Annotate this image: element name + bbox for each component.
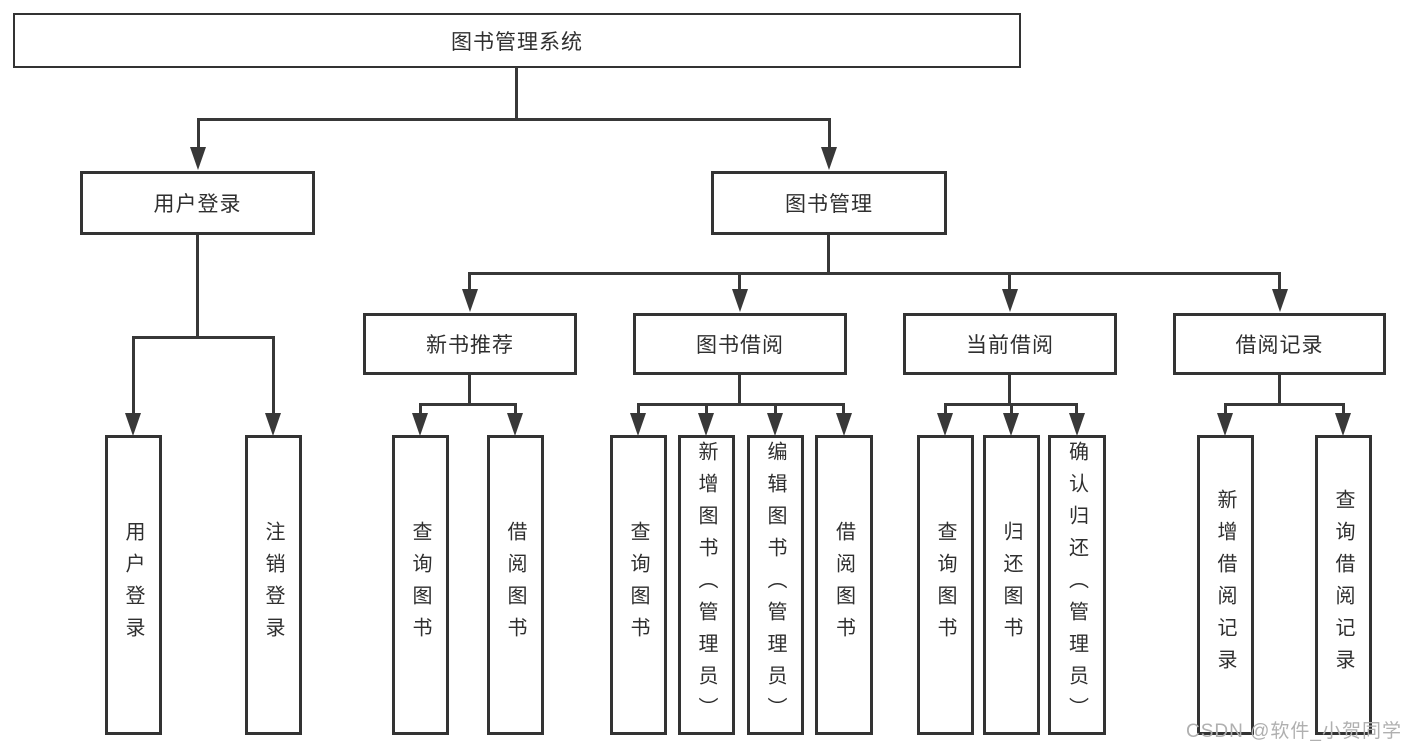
arrow-down-icon bbox=[1002, 289, 1018, 312]
connector-leaf-stem bbox=[1075, 403, 1078, 418]
arrow-down-icon bbox=[821, 147, 837, 170]
arrow-down-icon bbox=[937, 413, 953, 436]
connector-split bbox=[637, 403, 845, 406]
connector-user-login-stem bbox=[197, 118, 200, 152]
connector-down bbox=[738, 375, 741, 406]
connector-leaf-stem bbox=[637, 403, 640, 418]
connector-leaf-stem bbox=[1010, 403, 1013, 418]
leaf-return-books: 归还图书 bbox=[983, 435, 1040, 735]
connector-book-mgmt-split bbox=[468, 272, 1281, 275]
connector-down bbox=[1008, 375, 1011, 406]
connector-root-stem bbox=[515, 67, 518, 120]
leaf-edit-books-admin: 编辑图书（管理员） bbox=[747, 435, 804, 735]
connector-leaf-stem bbox=[944, 403, 947, 418]
connector-user-login-down bbox=[196, 235, 199, 339]
arrow-down-icon bbox=[698, 413, 714, 436]
arrow-down-icon bbox=[462, 289, 478, 312]
node-borrow-records: 借阅记录 bbox=[1173, 313, 1386, 375]
connector-l3-stem bbox=[1278, 272, 1281, 292]
connector-leaf-stem bbox=[419, 403, 422, 418]
connector-split bbox=[419, 403, 517, 406]
connector-down bbox=[1278, 375, 1281, 406]
arrow-down-icon bbox=[732, 289, 748, 312]
connector-user-login-split bbox=[132, 336, 275, 339]
arrow-down-icon bbox=[836, 413, 852, 436]
leaf-confirm-return-admin: 确认归还（管理员） bbox=[1048, 435, 1106, 735]
connector-root-split bbox=[197, 118, 831, 121]
node-user-login: 用户登录 bbox=[80, 171, 315, 235]
connector-down bbox=[468, 375, 471, 406]
connector-l3-stem bbox=[1008, 272, 1011, 292]
arrow-down-icon bbox=[1217, 413, 1233, 436]
connector-leaf-stem bbox=[842, 403, 845, 418]
connector-leaf-stem bbox=[705, 403, 708, 418]
leaf-query-borrow-record: 查询借阅记录 bbox=[1315, 435, 1372, 735]
arrow-down-icon bbox=[412, 413, 428, 436]
csdn-watermark: CSDN @软件_小贺同学 bbox=[1186, 721, 1402, 742]
node-book-management: 图书管理 bbox=[711, 171, 947, 235]
arrow-down-icon bbox=[1003, 413, 1019, 436]
leaf-add-books-admin: 新增图书（管理员） bbox=[678, 435, 735, 735]
connector-split bbox=[1224, 403, 1345, 406]
arrow-down-icon bbox=[507, 413, 523, 436]
arrow-down-icon bbox=[1272, 289, 1288, 312]
arrow-down-icon bbox=[125, 413, 141, 436]
connector-leaf-stem bbox=[1342, 403, 1345, 418]
connector-book-mgmt-down bbox=[827, 235, 830, 275]
connector-leaf-stem bbox=[1224, 403, 1227, 418]
leaf-query-books-borrow: 查询图书 bbox=[610, 435, 667, 735]
arrow-down-icon bbox=[265, 413, 281, 436]
leaf-add-borrow-record: 新增借阅记录 bbox=[1197, 435, 1254, 735]
node-new-book-recommend: 新书推荐 bbox=[363, 313, 577, 375]
leaf-logout: 注销登录 bbox=[245, 435, 302, 735]
arrow-down-icon bbox=[1335, 413, 1351, 436]
connector-leaf-stem bbox=[272, 336, 275, 418]
connector-book-mgmt-stem bbox=[828, 118, 831, 152]
leaf-query-books-recommend: 查询图书 bbox=[392, 435, 449, 735]
leaf-borrow-books: 借阅图书 bbox=[815, 435, 873, 735]
arrow-down-icon bbox=[767, 413, 783, 436]
connector-leaf-stem bbox=[514, 403, 517, 418]
leaf-user-login: 用户登录 bbox=[105, 435, 162, 735]
node-book-borrow: 图书借阅 bbox=[633, 313, 847, 375]
arrow-down-icon bbox=[630, 413, 646, 436]
connector-l3-stem bbox=[738, 272, 741, 292]
connector-leaf-stem bbox=[774, 403, 777, 418]
arrow-down-icon bbox=[1069, 413, 1085, 436]
arrow-down-icon bbox=[190, 147, 206, 170]
connector-l3-stem bbox=[468, 272, 471, 292]
leaf-query-books-current: 查询图书 bbox=[917, 435, 974, 735]
node-library-system: 图书管理系统 bbox=[13, 13, 1021, 68]
connector-leaf-stem bbox=[132, 336, 135, 418]
leaf-borrow-books-recommend: 借阅图书 bbox=[487, 435, 544, 735]
node-current-borrow: 当前借阅 bbox=[903, 313, 1117, 375]
